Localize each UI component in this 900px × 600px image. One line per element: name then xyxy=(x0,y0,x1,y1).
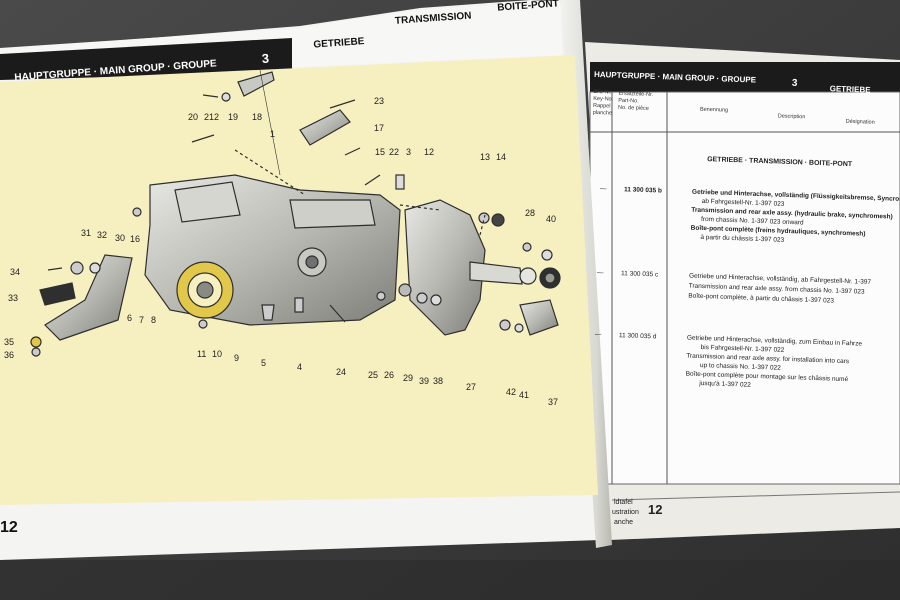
svg-text:—: — xyxy=(595,331,602,338)
callout-29: 29 xyxy=(403,373,413,383)
callout-34: 34 xyxy=(10,267,20,277)
svg-text:jusqu'à 1-397 022: jusqu'à 1-397 022 xyxy=(698,380,751,389)
transmission-diagram xyxy=(30,69,561,357)
callout-11: 11 xyxy=(197,349,206,359)
callout-40: 40 xyxy=(546,214,556,224)
callout-24: 24 xyxy=(336,367,346,377)
callout-32: 32 xyxy=(97,230,107,240)
callout-37: 37 xyxy=(548,397,558,407)
col-key-line-4: planche xyxy=(593,110,612,117)
callout-18: 18 xyxy=(252,112,262,122)
col-key-line-1: Bild-Nr. xyxy=(593,89,612,96)
callout-4: 4 xyxy=(297,362,302,372)
col-designation: Désignation xyxy=(846,119,875,126)
callout-3: 3 xyxy=(406,147,411,157)
callout-17: 17 xyxy=(374,123,384,133)
right-group-number: 3 xyxy=(792,78,798,89)
callout-8: 8 xyxy=(151,315,156,325)
callout-20: 20 xyxy=(188,112,198,122)
callout-5: 5 xyxy=(261,358,266,368)
callout-13: 13 xyxy=(480,152,490,162)
callout-39: 39 xyxy=(419,376,429,386)
svg-text:—: — xyxy=(600,185,607,192)
col-part-line-2: Part-No. xyxy=(618,98,639,105)
callout-19: 19 xyxy=(228,112,238,122)
callout-33: 33 xyxy=(8,293,18,303)
svg-text:à partir du châssis 1-397 023: à partir du châssis 1-397 023 xyxy=(700,234,784,244)
left-page-number: 12 xyxy=(0,519,18,536)
part-number: 11 300 035 b xyxy=(624,186,662,194)
col-benennung: Benennung xyxy=(700,107,728,114)
callout-22: 22 xyxy=(389,147,399,157)
callout-26: 26 xyxy=(384,370,394,380)
callout-15: 15 xyxy=(375,147,385,157)
part-number: 11 300 035 d xyxy=(619,332,657,340)
callout-7: 7 xyxy=(139,315,144,325)
callout-31: 31 xyxy=(81,228,91,238)
col-key-line-2: Key-No. xyxy=(593,96,614,103)
col-part-line-3: No. de pièce xyxy=(618,105,649,112)
footer-label-line-3: anche xyxy=(614,519,633,526)
callout-25: 25 xyxy=(368,370,378,380)
right-tab-getriebe: GETRIEBE xyxy=(830,84,872,94)
callout-14: 14 xyxy=(496,152,506,162)
col-part-line-1: Ersatzteile-Nr. xyxy=(618,91,653,98)
right-page xyxy=(585,42,900,540)
svg-text:ab Fahrgestell-Nr. 1-397 023: ab Fahrgestell-Nr. 1-397 023 xyxy=(702,198,785,208)
tab-getriebe: GETRIEBE xyxy=(313,36,365,51)
left-group-number: 3 xyxy=(261,51,269,66)
svg-text:up to chassis No. 1-397 022: up to chassis No. 1-397 022 xyxy=(700,362,782,372)
callout-41: 41 xyxy=(519,390,529,400)
footer-label-line-2: ustration xyxy=(612,509,639,516)
callout-42: 42 xyxy=(506,387,516,397)
callout-27: 27 xyxy=(466,382,476,392)
callout-2: 2 xyxy=(214,112,219,122)
col-description: Description xyxy=(778,113,806,120)
callout-1: 1 xyxy=(270,129,275,139)
callout-36: 36 xyxy=(4,350,14,360)
left-header-band xyxy=(0,38,292,80)
callout-23: 23 xyxy=(374,96,384,106)
tab-boite-pont: BOITE-PONT xyxy=(497,0,559,14)
callout-21: 21 xyxy=(204,112,214,122)
tab-transmission: TRANSMISSION xyxy=(395,11,472,27)
callout-12: 12 xyxy=(424,147,434,157)
callout-6: 6 xyxy=(127,313,132,323)
svg-text:bis Fahrgestell-Nr. 1-397 022: bis Fahrgestell-Nr. 1-397 022 xyxy=(700,344,784,354)
col-key-line-3: Rappel xyxy=(593,103,611,110)
svg-text:from chassis No. 1-397 023 onw: from chassis No. 1-397 023 onward xyxy=(701,216,804,227)
callout-30: 30 xyxy=(115,233,125,243)
callout-16: 16 xyxy=(130,234,140,244)
part-number: 11 300 035 c xyxy=(621,270,659,278)
footer-label-line-1: ldtafel xyxy=(614,499,633,506)
callout-38: 38 xyxy=(433,376,443,386)
svg-text:—: — xyxy=(597,269,604,276)
callout-28: 28 xyxy=(525,208,535,218)
callout-35: 35 xyxy=(4,337,14,347)
callout-9: 9 xyxy=(234,353,239,363)
right-page-number: 12 xyxy=(648,502,662,517)
callout-10: 10 xyxy=(212,349,222,359)
